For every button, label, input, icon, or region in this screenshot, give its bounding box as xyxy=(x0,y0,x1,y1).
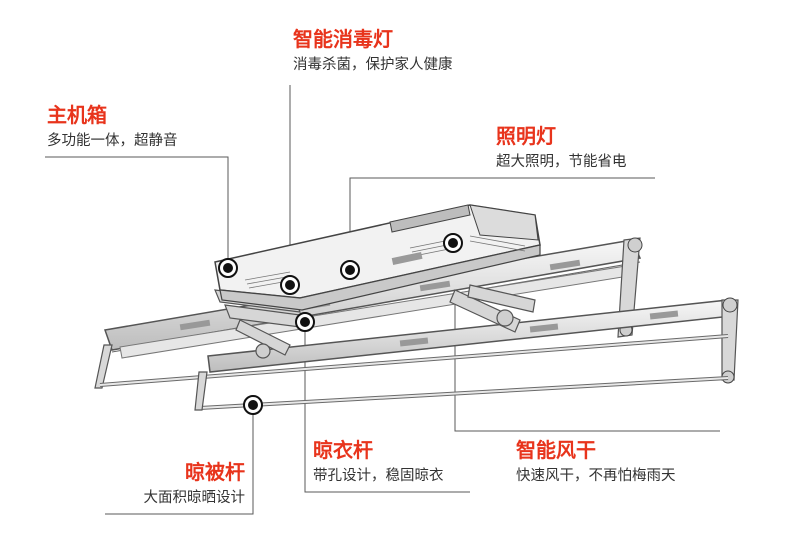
lower-rods xyxy=(99,334,729,411)
leader-drying-rod xyxy=(304,325,470,493)
marker-disinfection-lamp xyxy=(280,275,300,295)
callout-disinfection-lamp: 智能消毒灯 消毒杀菌，保护家人健康 xyxy=(293,27,453,74)
callout-quilt-rod: 晾被杆 大面积晾晒设计 xyxy=(144,460,246,507)
leader-quilt-rod xyxy=(105,407,254,515)
callout-drying-rod: 晾衣杆 带孔设计，稳固晾衣 xyxy=(313,438,444,485)
quilt-rod-desc: 大面积晾晒设计 xyxy=(143,490,246,506)
callout-lighting-lamp: 照明灯 超大照明，节能省电 xyxy=(496,124,627,171)
marker-main-box xyxy=(218,258,238,278)
callout-air-dry: 智能风干 快速风干，不再怕梅雨天 xyxy=(516,438,676,485)
main-box-title: 主机箱 xyxy=(47,103,107,127)
middle-rack xyxy=(207,297,739,384)
lighting-lamp-desc: 超大照明，节能省电 xyxy=(496,154,627,170)
leader-lines xyxy=(45,85,720,515)
disinfection-lamp-title: 智能消毒灯 xyxy=(293,27,393,51)
lighting-lamp-title: 照明灯 xyxy=(496,124,556,148)
feature-markers xyxy=(218,233,463,415)
leader-main-box xyxy=(45,156,229,268)
drying-rod-desc: 带孔设计，稳固晾衣 xyxy=(313,468,444,484)
quilt-rod-title: 晾被杆 xyxy=(185,460,245,484)
drying-rod-title: 晾衣杆 xyxy=(313,438,373,462)
air-dry-title: 智能风干 xyxy=(516,438,596,462)
marker-drying-rod xyxy=(295,312,315,332)
callout-main-box: 主机箱 多功能一体，超静音 xyxy=(47,103,178,150)
marker-lighting-lamp xyxy=(340,260,360,280)
disinfection-lamp-desc: 消毒杀菌，保护家人健康 xyxy=(293,57,453,73)
marker-quilt-rod xyxy=(243,395,263,415)
air-dry-desc: 快速风干，不再怕梅雨天 xyxy=(516,468,676,484)
leader-air-dry xyxy=(454,243,720,432)
marker-air-dry xyxy=(443,233,463,253)
main-housing xyxy=(214,204,541,311)
main-box-desc: 多功能一体，超静音 xyxy=(47,133,178,149)
